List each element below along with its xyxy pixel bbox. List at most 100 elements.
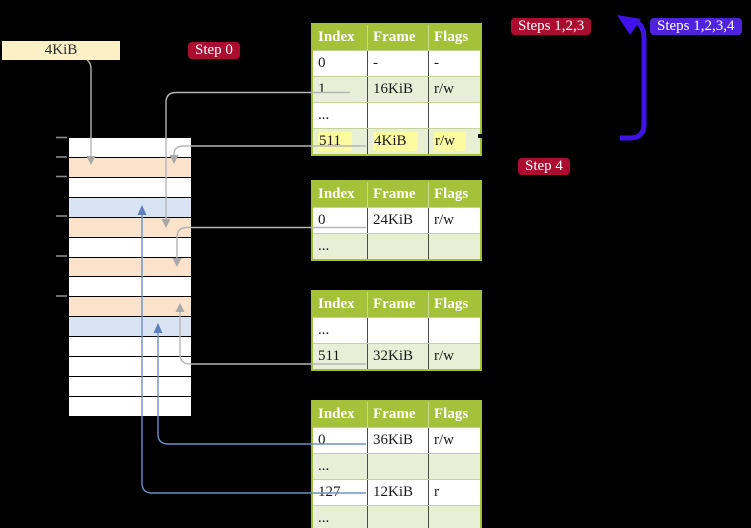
memory-frame-row <box>69 217 191 238</box>
table-cell: 0 <box>318 212 326 228</box>
memory-frame-row <box>69 357 191 378</box>
memory-frame-row <box>69 337 191 358</box>
table-cell: 0 <box>318 55 326 71</box>
highlight: r/w <box>434 132 466 151</box>
table-cell: 4KiB <box>367 129 428 154</box>
connector-t2r0-to-frame <box>172 226 366 267</box>
memory-address-ticks <box>56 136 67 297</box>
table-cell: r/w <box>428 208 480 233</box>
column-header: Flags <box>428 402 480 427</box>
step4-badge: Step 4 <box>518 158 570 175</box>
steps-1234-badge: Steps 1,2,3,4 <box>650 18 742 35</box>
table-cell: 511 <box>318 348 340 364</box>
table-cell: r <box>428 480 480 505</box>
column-header: Index <box>318 406 355 422</box>
memory-frame-row <box>69 197 191 218</box>
table-cell: ... <box>318 510 330 526</box>
arrowhead-down-icon <box>169 155 179 164</box>
step0-badge: Step 0 <box>188 42 240 59</box>
column-header: Index <box>318 296 355 312</box>
arrowhead-up-icon <box>137 205 147 215</box>
table-cell: r/w <box>428 129 480 154</box>
table-cell: 0 <box>318 432 326 448</box>
memory-frame-row <box>69 157 191 178</box>
arrowhead-down-icon <box>86 156 96 165</box>
physical-memory-column <box>68 137 192 417</box>
connector-t3r511-to-frame <box>175 303 366 365</box>
connector-t4r0-to-frame <box>153 323 366 445</box>
table-cell <box>367 506 428 528</box>
table-cell: ... <box>318 238 330 254</box>
table-cell: r/w <box>428 77 480 102</box>
recursive-loop-arrow <box>617 15 647 141</box>
table-cell: r/w <box>428 344 480 369</box>
loop-line-stub <box>478 134 484 138</box>
table-row: 0 24KiB r/w <box>313 207 480 233</box>
table-cell <box>367 234 428 259</box>
page-table-3: Index Frame Flags ... 511 32KiB r/w <box>311 290 482 371</box>
arrowhead-up-icon <box>175 303 185 312</box>
arrowhead-down-icon <box>161 219 171 228</box>
table-cell: r/w <box>428 428 480 453</box>
table-cell <box>428 318 480 343</box>
table-cell: 36KiB <box>367 428 428 453</box>
page-table-4: Index Frame Flags 0 36KiB r/w ... 127 12… <box>311 400 482 528</box>
connector-t1r511-to-frame <box>169 145 366 164</box>
page-table-2: Index Frame Flags 0 24KiB r/w ... <box>311 180 482 261</box>
column-header: Flags <box>428 292 480 317</box>
table-header-row: Index Frame Flags <box>313 402 480 427</box>
table-cell: ... <box>318 107 330 123</box>
table-cell <box>428 454 480 479</box>
table-cell <box>367 454 428 479</box>
connector-t1r1-to-frame <box>161 91 350 228</box>
table-row: 0 - - <box>313 50 480 76</box>
steps-123-badge: Steps 1,2,3 <box>511 18 592 35</box>
memory-frame-row <box>69 138 191 158</box>
column-header: Frame <box>367 402 428 427</box>
table-header-row: Index Frame Flags <box>313 292 480 317</box>
table-cell: ... <box>318 458 330 474</box>
arrowhead-up-left-icon <box>617 15 641 35</box>
table-cell: 12KiB <box>367 480 428 505</box>
memory-frame-row <box>69 377 191 397</box>
memory-frame-row <box>69 237 191 258</box>
table-cell: ... <box>318 322 330 338</box>
table-row: ... <box>313 453 480 479</box>
column-header: Flags <box>428 182 480 207</box>
table-cell <box>428 234 480 259</box>
table-cell <box>367 103 428 128</box>
connector-t4r127-to-frame <box>137 205 366 494</box>
column-header: Index <box>318 186 355 202</box>
memory-frame-row <box>69 277 191 298</box>
table-cell: - <box>367 51 428 76</box>
column-header: Frame <box>367 25 428 50</box>
arrowhead-up-icon <box>153 323 163 333</box>
table-row: 127 12KiB r <box>313 479 480 505</box>
table-row: ... <box>313 102 480 128</box>
table-header-row: Index Frame Flags <box>313 25 480 50</box>
table-cell: - <box>428 51 480 76</box>
table-row: ... <box>313 317 480 343</box>
table-cell: 16KiB <box>367 77 428 102</box>
table-cell: 1 <box>318 81 326 97</box>
highlight: 4KiB <box>373 132 418 151</box>
table-cell <box>367 318 428 343</box>
column-header: Frame <box>367 292 428 317</box>
table-header-row: Index Frame Flags <box>313 182 480 207</box>
table-row: ... <box>313 233 480 259</box>
arrowhead-down-icon <box>172 258 182 267</box>
memory-frame-row <box>69 177 191 198</box>
table-cell: 127 <box>318 484 341 500</box>
table-cell: 32KiB <box>367 344 428 369</box>
table-row: 1 16KiB r/w <box>313 76 480 102</box>
memory-frame-row <box>69 297 191 318</box>
table-row: 511 32KiB r/w <box>313 343 480 369</box>
table-row: ... <box>313 505 480 528</box>
connector-cr3-to-frame <box>86 59 96 165</box>
column-header: Frame <box>367 182 428 207</box>
memory-frame-row <box>69 396 191 416</box>
frame-size-label-box: 4KiB <box>2 41 120 60</box>
table-cell <box>428 103 480 128</box>
